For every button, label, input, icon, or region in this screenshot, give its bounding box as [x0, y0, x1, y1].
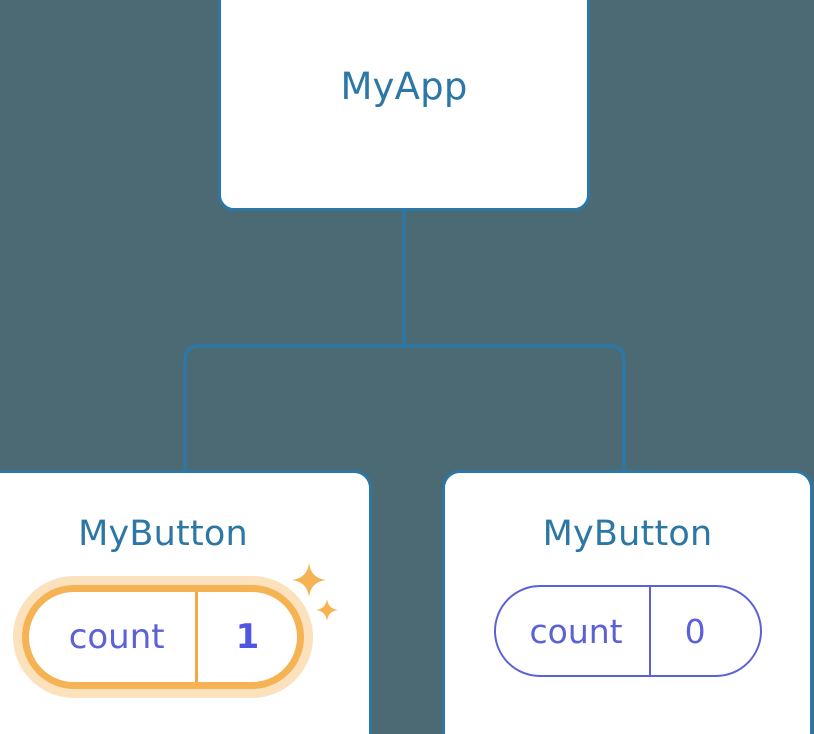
sparkle-icon	[292, 563, 327, 597]
prop-pill-wrapper: count 1	[21, 563, 339, 689]
prop-key-label: count	[68, 617, 165, 657]
component-name-label: MyButton	[542, 514, 713, 554]
sparkle-icon	[316, 599, 339, 621]
component-node-mybutton-2[interactable]: MyButton count 0	[442, 470, 813, 734]
component-node-mybutton-1[interactable]: MyButton count 1	[0, 470, 372, 734]
component-node-myapp[interactable]: MyApp	[218, 0, 590, 211]
prop-pill-count[interactable]: count 1	[21, 585, 305, 689]
connector-branch-left	[183, 344, 404, 472]
component-name-label: MyButton	[78, 514, 248, 554]
prop-key-label: count	[529, 611, 623, 651]
prop-value-label: 0	[648, 587, 740, 675]
prop-pill-wrapper: count 0	[493, 585, 762, 677]
component-name-label: MyApp	[340, 65, 468, 108]
connector-branch-right	[404, 344, 626, 472]
prop-pill-count[interactable]: count 0	[493, 585, 762, 677]
prop-value-label: 1	[194, 592, 298, 682]
